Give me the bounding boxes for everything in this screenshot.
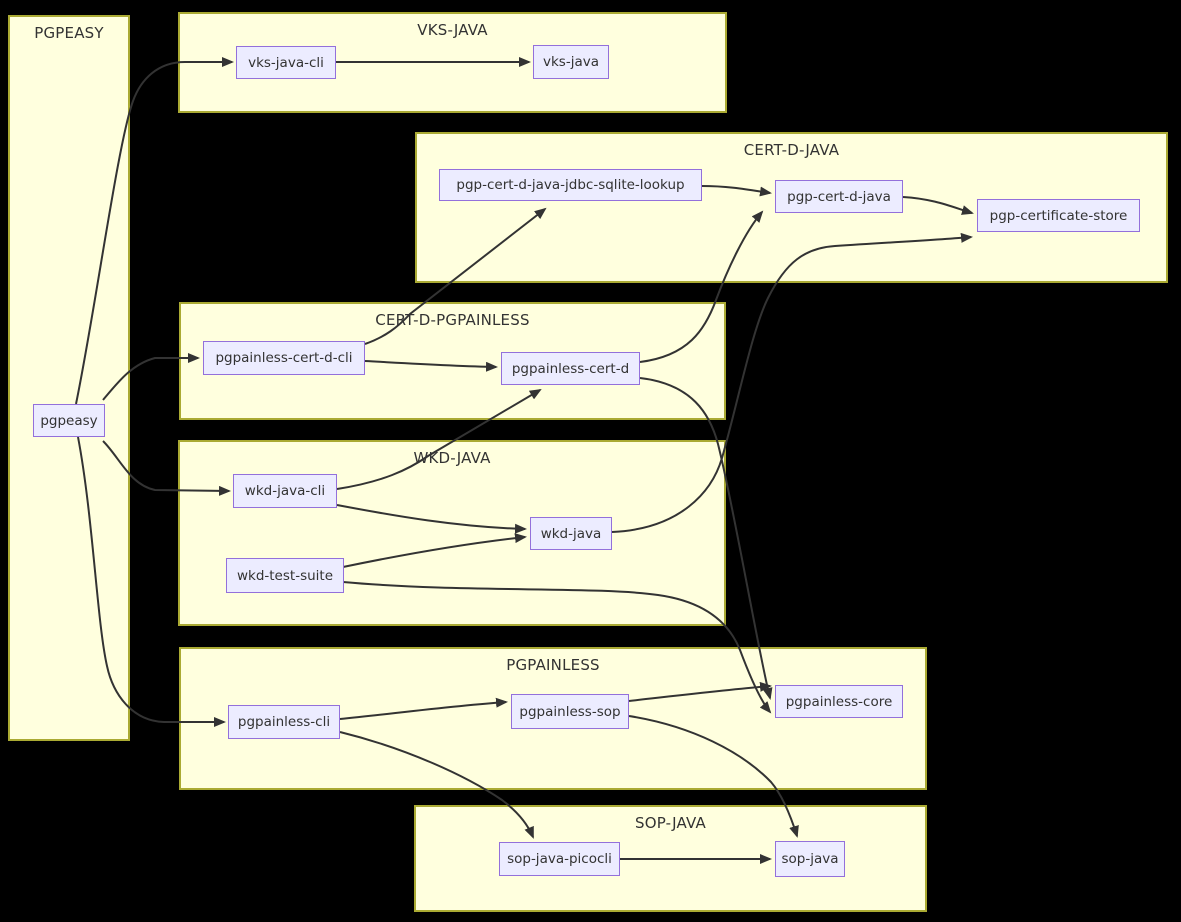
node-wkd-java: wkd-java (530, 517, 612, 550)
subgraph-cert-d-java-label: CERT-D-JAVA (743, 141, 840, 159)
node-pgp-certificate-store: pgp-certificate-store (977, 199, 1140, 232)
node-pgpainless-cert-d: pgpainless-cert-d (501, 352, 640, 385)
edge-pgpainless-cert-d-cli-to-pgpainless-cert-d (364, 360, 498, 372)
node-sop-java: sop-java (775, 841, 845, 877)
node-pgp-cert-d-java: pgp-cert-d-java (775, 180, 903, 213)
subgraph-pgpeasy: PGPEASY (8, 15, 130, 741)
edge-pgpeasy-to-pgpainless-cert-d-cli (102, 353, 200, 401)
edge-pgpeasy-to-pgpainless-cli (77, 436, 226, 727)
node-wkd-test-suite: wkd-test-suite (226, 558, 344, 593)
edge-wkd-test-suite-to-pgpainless-core (342, 581, 772, 714)
edge-pgpainless-sop-to-pgpainless-core (628, 681, 772, 702)
edge-pgp-cert-d-java-to-pgp-certificate-store (902, 196, 974, 215)
edge-wkd-java-cli-to-pgpainless-cert-d (336, 388, 542, 490)
node-pgpainless-sop: pgpainless-sop (511, 694, 629, 729)
subgraph-cert-d-pgpainless-label: CERT-D-PGPAINLESS (375, 311, 530, 329)
node-vks-java: vks-java (533, 45, 609, 79)
node-pgpainless-cli: pgpainless-cli (228, 705, 340, 739)
node-sop-java-picocli: sop-java-picocli (499, 842, 620, 876)
edge-pgpainless-sop-to-sop-java (628, 715, 799, 838)
edge-pgpeasy-to-wkd-java-cli (102, 440, 231, 496)
subgraph-sop-java-label: SOP-JAVA (635, 814, 706, 832)
edge-wkd-test-suite-to-wkd-java (342, 533, 527, 568)
edge-pgpeasy-to-vks-java-cli (75, 57, 234, 405)
node-pgpeasy: pgpeasy (33, 404, 105, 437)
node-pgp-cert-d-java-jdbc-sqlite-lookup: pgp-cert-d-java-jdbc-sqlite-lookup (439, 169, 702, 201)
edge-pgp-cert-d-java-jdbc-sqlite-lookup-to-pgp-cert-d-java (701, 185, 772, 197)
edge-pgpainless-cli-to-pgpainless-sop (339, 697, 508, 720)
subgraph-vks-java-label: VKS-JAVA (417, 21, 488, 39)
subgraph-wkd-java: WKD-JAVA (178, 440, 726, 626)
node-vks-java-cli: vks-java-cli (236, 46, 336, 79)
edge-pgpainless-cert-d-cli-to-pgp-cert-d-java-jdbc-sqlite-lookup (364, 207, 547, 345)
edge-pgpainless-cert-d-to-pgp-cert-d-java (639, 210, 764, 363)
node-pgpainless-cert-d-cli: pgpainless-cert-d-cli (203, 341, 365, 375)
edge-wkd-java-to-pgp-certificate-store (611, 232, 973, 533)
subgraph-pgpeasy-label: PGPEASY (34, 24, 104, 42)
node-pgpainless-core: pgpainless-core (775, 685, 903, 718)
edge-pgpainless-cert-d-to-pgpainless-core (639, 377, 773, 700)
edge-wkd-java-cli-to-wkd-java (336, 504, 527, 534)
subgraph-pgpainless-label: PGPAINLESS (506, 656, 600, 674)
node-wkd-java-cli: wkd-java-cli (233, 474, 337, 508)
edge-pgpainless-cli-to-sop-java-picocli (339, 731, 534, 839)
